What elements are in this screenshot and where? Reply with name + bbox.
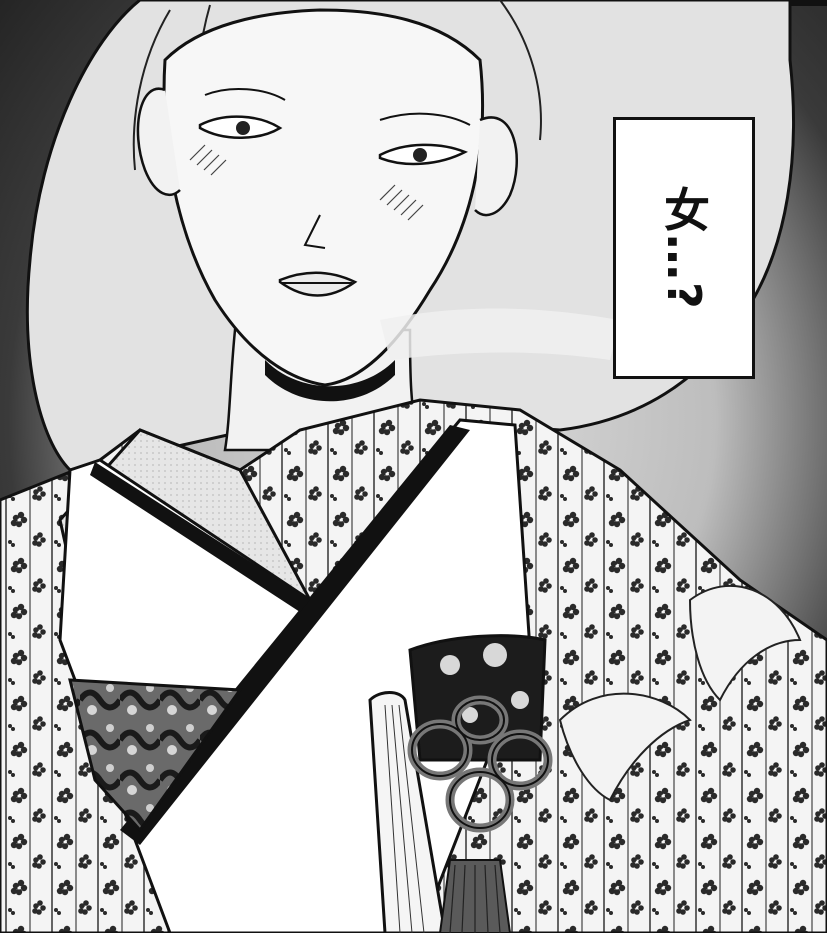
mist-band [380, 308, 620, 360]
right-ear [474, 116, 518, 217]
collar-black-edge [120, 425, 470, 845]
blush-hatching [189, 144, 424, 221]
brows [204, 87, 471, 126]
folding-fan [368, 691, 447, 933]
fan-lines [384, 704, 425, 933]
crane-wing [558, 692, 692, 802]
left-iris [236, 121, 250, 135]
neck-shadow [265, 360, 395, 402]
obi [68, 678, 243, 833]
face [162, 8, 485, 387]
nose [303, 214, 326, 249]
right-iris [413, 148, 427, 162]
caption-text: 女…? [657, 185, 711, 311]
left-ear [136, 87, 181, 196]
caption-box: 女…? [613, 117, 755, 379]
tassel-lines [449, 864, 501, 933]
mouth [278, 271, 358, 297]
purse-flowers [440, 643, 529, 723]
collar-black-edge-left [90, 462, 310, 612]
crane-wing-2 [688, 584, 802, 702]
knot-outline [411, 699, 549, 829]
